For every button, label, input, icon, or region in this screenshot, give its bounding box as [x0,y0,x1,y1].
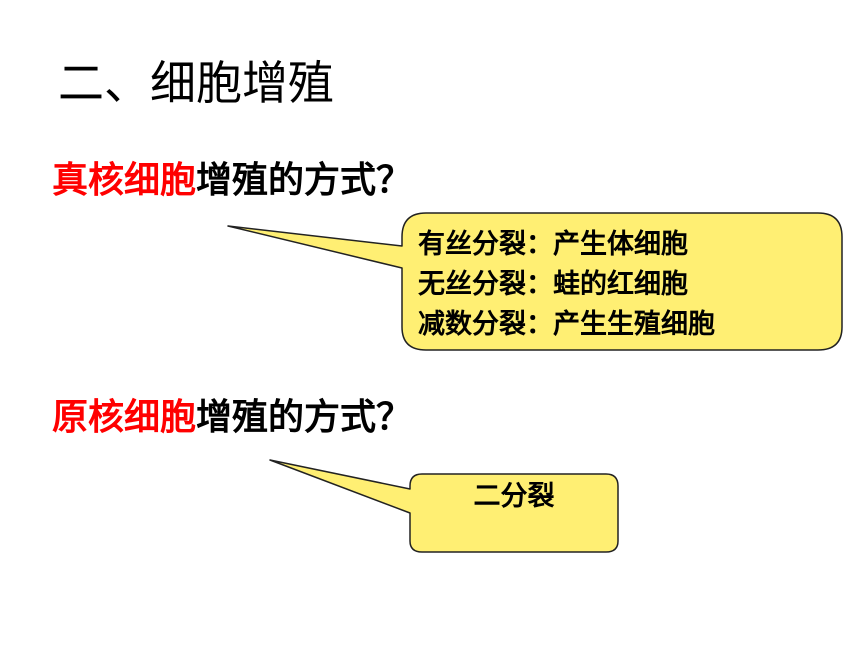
prokaryote-callout [269,459,619,553]
eukaryote-answer-list: 有丝分裂：产生体细胞 无丝分裂：蛙的红细胞 减数分裂：产生生殖细胞 [418,225,715,345]
answer-amitosis: 无丝分裂：蛙的红细胞 [418,269,688,300]
eukaryote-question: 真核细胞增殖的方式？ [52,163,412,199]
slide-title: 二、细胞增殖 [58,56,334,110]
answer-mitosis: 有丝分裂：产生体细胞 [418,229,688,260]
prokaryote-question-rest: 增殖的方式？ [196,397,413,438]
eukaryote-question-highlight: 真核细胞 [52,160,197,201]
answer-meiosis: 减数分裂：产生生殖细胞 [418,309,715,340]
eukaryote-callout [227,212,843,351]
prokaryote-answer: 二分裂 [473,481,555,512]
prokaryote-question: 原核细胞增殖的方式？ [52,400,412,436]
prokaryote-question-highlight: 原核细胞 [52,397,197,438]
eukaryote-question-rest: 增殖的方式？ [196,160,413,201]
